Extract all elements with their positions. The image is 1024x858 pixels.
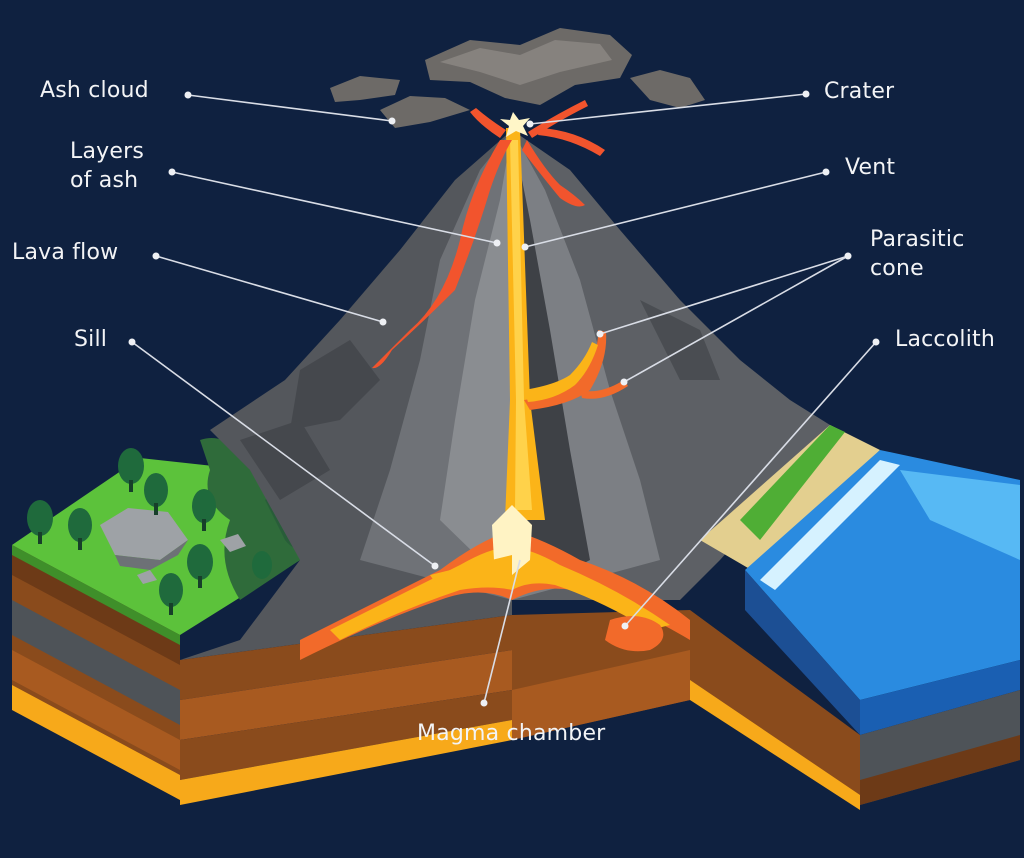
leader-crater bbox=[529, 93, 807, 125]
label-sill: Sill bbox=[74, 327, 108, 352]
label-crater: Crater bbox=[824, 79, 895, 104]
leader-parasitic-cone-1 bbox=[599, 255, 849, 335]
leader-dots bbox=[128, 90, 880, 707]
crater-glow bbox=[500, 112, 530, 137]
label-vent: Vent bbox=[845, 155, 896, 180]
leader-lines bbox=[131, 93, 877, 704]
label-ash-cloud: Ash cloud bbox=[40, 78, 149, 103]
right-ocean-block bbox=[690, 425, 1020, 810]
leader-parasitic-cone-2 bbox=[623, 255, 849, 383]
leader-layers-of-ash bbox=[171, 171, 498, 244]
left-mountain-face bbox=[180, 130, 512, 660]
leader-laccolith bbox=[624, 341, 877, 627]
magma-system bbox=[300, 128, 690, 660]
label-lava-flow: Lava flow bbox=[12, 240, 119, 265]
leader-magma-chamber bbox=[483, 559, 521, 704]
leader-sill bbox=[131, 341, 436, 567]
label-layers-of-ash: Layers of ash bbox=[70, 139, 144, 193]
lava-flows bbox=[372, 100, 605, 369]
leader-lava-flow bbox=[155, 255, 384, 323]
label-magma-chamber: Magma chamber bbox=[417, 721, 606, 746]
label-laccolith: Laccolith bbox=[895, 327, 995, 352]
ash-cloud-shape bbox=[330, 28, 705, 128]
leader-ash-cloud bbox=[187, 94, 393, 122]
label-parasitic-cone: Parasitic cone bbox=[870, 227, 965, 281]
leader-vent bbox=[524, 171, 827, 248]
